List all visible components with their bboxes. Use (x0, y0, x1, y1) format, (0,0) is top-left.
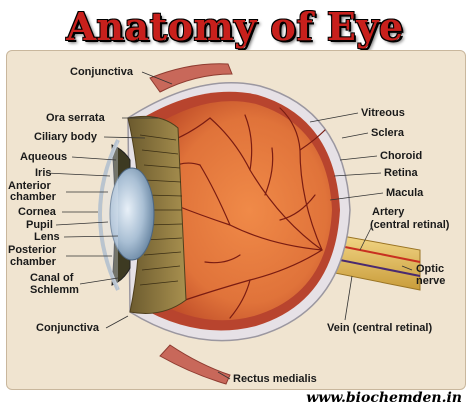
label-macula: Macula (386, 187, 424, 199)
label-ciliary-body: Ciliary body (34, 131, 97, 143)
label-cornea: Cornea (18, 206, 56, 218)
label-canal-1: Canal of (30, 272, 74, 284)
label-optic-1: Optic (416, 263, 445, 275)
retinal-vessels (164, 107, 326, 319)
label-anterior-chamber-2: chamber (10, 191, 56, 203)
ciliary-striations (139, 134, 183, 286)
label-pupil: Pupil (26, 219, 53, 231)
label-retina: Retina (384, 167, 418, 179)
label-conjunctiva-bottom: Conjunctiva (36, 322, 99, 334)
label-rectus-medialis: Rectus medialis (233, 373, 317, 385)
label-conjunctiva-top: Conjunctiva (70, 66, 133, 78)
label-sclera: Sclera (371, 127, 405, 139)
label-choroid: Choroid (380, 150, 423, 162)
lens (109, 167, 155, 261)
label-iris: Iris (35, 167, 52, 179)
label-aqueous: Aqueous (20, 151, 68, 163)
label-anterior-chamber-1: Anterior (8, 180, 51, 192)
cornea (98, 139, 120, 291)
label-artery-1: Artery (372, 206, 405, 218)
label-optic-2: nerve (416, 275, 446, 287)
website-watermark: www.biochemden.in (306, 390, 462, 406)
label-vein: Vein (central retinal) (327, 322, 433, 334)
label-lens: Lens (34, 231, 60, 243)
label-posterior-chamber-1: Posterior (8, 244, 57, 256)
label-posterior-chamber-2: chamber (10, 256, 56, 268)
label-vitreous: Vitreous (361, 107, 405, 119)
label-artery-2: (central retinal) (370, 219, 450, 231)
vitreous (148, 101, 332, 321)
superior-muscle (149, 63, 233, 93)
label-canal-2: Schlemm (30, 284, 79, 296)
rectus-medialis-muscle (159, 344, 231, 385)
diagram-title: Anatomy of Eye (66, 4, 404, 49)
label-ora-serrata: Ora serrata (46, 112, 105, 124)
